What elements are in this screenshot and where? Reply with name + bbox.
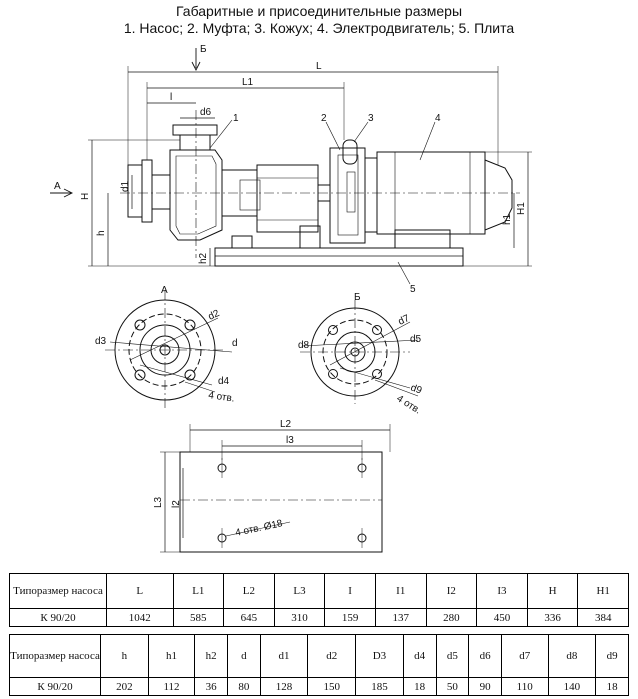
table-cell: 110 — [500, 677, 549, 696]
dim-d3: d3 — [95, 336, 107, 347]
dimensions-table-1: Типоразмер насоса L L1 L2 L3 I I1 I2 I3 … — [9, 573, 629, 627]
header-cell: I — [324, 573, 376, 609]
header-cell: d4 — [402, 634, 437, 678]
header-cell: H1 — [577, 573, 629, 609]
table-cell: 18 — [595, 677, 629, 696]
drawing-title: Габаритные и присоединительные размеры — [175, 3, 462, 19]
table-cell: 645 — [223, 608, 275, 627]
table-cell: 310 — [273, 608, 326, 627]
header-cell: d5 — [435, 634, 470, 678]
dim-d4: d4 — [218, 376, 230, 387]
dim-d5: d5 — [410, 334, 422, 345]
table-cell: 80 — [227, 677, 261, 696]
header-cell: L1 — [172, 573, 225, 609]
callout-pump: 1 — [233, 113, 239, 124]
header-cell: d2 — [307, 634, 357, 678]
view-b-title: Б — [354, 292, 361, 303]
header-cell: d1 — [259, 634, 309, 678]
header-cell: I1 — [374, 573, 427, 609]
side-view — [50, 48, 532, 285]
header-cell: Типоразмер насоса — [9, 634, 101, 678]
header-cell: h1 — [147, 634, 196, 678]
dim-H1: H1 — [516, 202, 527, 215]
callout-motor: 4 — [435, 113, 441, 124]
dim-h2: h2 — [198, 252, 209, 264]
dim-d: d — [232, 338, 238, 349]
dim-L3: L3 — [153, 496, 164, 508]
table-cell: К 90/20 — [9, 677, 101, 696]
dim-H: H — [80, 193, 91, 200]
table-cell: 137 — [374, 608, 427, 627]
dim-d6: d6 — [200, 107, 212, 118]
table-cell: 18 — [402, 677, 437, 696]
view-b-marker: Б — [200, 44, 207, 55]
callout-coupling: 2 — [321, 113, 327, 124]
header-cell: I2 — [425, 573, 478, 609]
table-cell: 1042 — [106, 608, 174, 627]
table-header-row: Типоразмер насоса h h1 h2 d d1 d2 D3 d4 … — [9, 634, 629, 678]
dim-L2: L2 — [280, 419, 292, 430]
callout-plate: 5 — [410, 284, 416, 295]
table-cell: 128 — [259, 677, 309, 696]
header-cell: h — [100, 634, 149, 678]
dim-d1: d1 — [120, 180, 131, 192]
holes-a-note: 4 отв. — [208, 390, 236, 405]
dim-d9: d9 — [409, 382, 424, 396]
table-cell: 159 — [324, 608, 376, 627]
table-cell: 280 — [425, 608, 478, 627]
dim-L1: L1 — [242, 77, 254, 88]
parts-legend: 1. Насос; 2. Муфта; 3. Кожух; 4. Электро… — [123, 20, 515, 36]
dim-l3: l3 — [286, 435, 294, 446]
header-cell: L3 — [273, 573, 326, 609]
header-cell: h2 — [194, 634, 228, 678]
view-a-marker: А — [54, 181, 61, 192]
header-cell: d9 — [595, 634, 629, 678]
header-cell: L2 — [223, 573, 275, 609]
table-cell: 150 — [307, 677, 357, 696]
table-cell: 336 — [526, 608, 579, 627]
header-cell: D3 — [355, 634, 404, 678]
dim-L: L — [316, 61, 322, 72]
dim-l: l — [170, 92, 172, 103]
table-row: К 90/20 202 112 36 80 128 150 185 18 50 … — [9, 677, 629, 696]
table-cell: 140 — [547, 677, 597, 696]
header-cell: H — [526, 573, 579, 609]
holes-plate-note: 4 отв. Ø18 — [234, 518, 284, 539]
header-cell: d — [227, 634, 261, 678]
table-cell: 450 — [476, 608, 528, 627]
table-cell: 50 — [435, 677, 470, 696]
table-cell: 202 — [100, 677, 149, 696]
table-cell: 112 — [147, 677, 196, 696]
holes-b-note: 4 отв. — [394, 393, 422, 416]
table-cell: 36 — [194, 677, 228, 696]
header-cell: d8 — [547, 634, 597, 678]
header-cell: Типоразмер насоса — [9, 573, 107, 609]
table-row: К 90/20 1042 585 645 310 159 137 280 450… — [9, 608, 629, 627]
header-cell: d6 — [468, 634, 502, 678]
dim-d7: d7 — [397, 313, 412, 328]
dim-h1: h1 — [502, 213, 513, 225]
table-cell: 90 — [468, 677, 502, 696]
view-b-flange — [300, 300, 419, 404]
base-plate-plan — [160, 424, 391, 553]
table-cell: 384 — [577, 608, 629, 627]
table-cell: К 90/20 — [9, 608, 107, 627]
dim-l2: l2 — [171, 500, 182, 508]
view-a-flange — [105, 290, 233, 410]
dimensions-table-2: Типоразмер насоса h h1 h2 d d1 d2 D3 d4 … — [9, 634, 629, 696]
header-cell: I3 — [476, 573, 528, 609]
dim-d2: d2 — [207, 308, 222, 323]
view-a-title: А — [161, 285, 168, 296]
header-cell: d7 — [500, 634, 549, 678]
dim-d8: d8 — [298, 340, 310, 351]
table-cell: 585 — [172, 608, 225, 627]
header-cell: L — [106, 573, 174, 609]
technical-drawing: Б А L L1 l d6 H h d1 h2 H1 h1 1 2 3 4 5 … — [50, 44, 532, 553]
table-cell: 185 — [355, 677, 404, 696]
dim-h: h — [96, 230, 107, 236]
callout-guard: 3 — [368, 113, 374, 124]
table-header-row: Типоразмер насоса L L1 L2 L3 I I1 I2 I3 … — [9, 573, 629, 609]
